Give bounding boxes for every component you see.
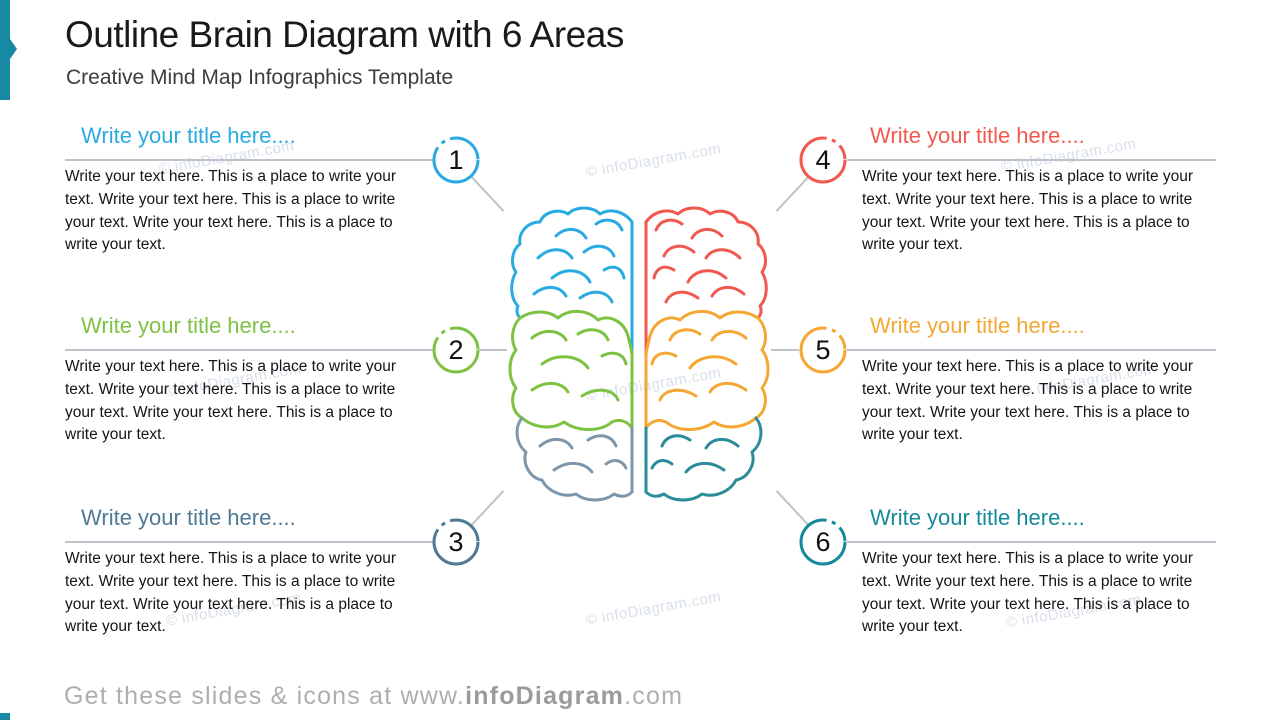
- number-label: 5: [815, 334, 831, 365]
- brain-region-mid-right: [644, 309, 770, 431]
- left-accent-bar: [0, 0, 10, 100]
- number-ring-5: [799, 326, 847, 374]
- number-label: 2: [448, 334, 464, 365]
- section-3-body: Write your text here. This is a place to…: [65, 550, 397, 636]
- section-5-body: Write your text here. This is a place to…: [862, 358, 1194, 444]
- number-label: 6: [815, 526, 831, 557]
- brain-region-bottom-right: [644, 416, 763, 502]
- number-label: 3: [448, 526, 464, 557]
- number-label: 1: [448, 144, 464, 175]
- section-1-body: Write your text here. This is a place to…: [65, 168, 397, 254]
- connector-line-2: [65, 349, 433, 351]
- number-badge-1: 1: [431, 135, 481, 185]
- section-3-title: Write your title here....: [81, 505, 296, 530]
- number-badge-3: 3: [431, 517, 481, 567]
- bottom-left-accent-square: [0, 713, 10, 720]
- section-1-title: Write your title here....: [81, 123, 296, 148]
- footer-suffix: .com: [624, 682, 684, 710]
- number-ring-4: [799, 136, 847, 184]
- footer-prefix: Get these slides & icons at www.: [64, 682, 466, 710]
- section-4: Write your title here.... Write your tex…: [862, 123, 1216, 257]
- section-6-title: Write your title here....: [870, 505, 1085, 530]
- watermark: © infoDiagram.com: [584, 140, 723, 181]
- number-badge-4: 4: [798, 135, 848, 185]
- brain-diagram-icon: [508, 206, 770, 502]
- number-badge-6: 6: [798, 517, 848, 567]
- number-ring-6: [799, 518, 847, 566]
- connector-line-5: [847, 349, 1216, 351]
- page-title: Outline Brain Diagram with 6 Areas: [65, 14, 624, 55]
- connector-line-3: [65, 541, 433, 543]
- connector-stub-5: [771, 349, 799, 351]
- connector-stub-2: [479, 349, 507, 351]
- section-6-body: Write your text here. This is a place to…: [862, 550, 1194, 636]
- brain-region-top-left: [510, 206, 634, 356]
- number-ring-3: [432, 518, 480, 566]
- footer-credit: Get these slides & icons at www.infoDiag…: [64, 682, 683, 711]
- section-3: Write your title here.... Write your tex…: [65, 505, 433, 639]
- watermark: © infoDiagram.com: [584, 588, 723, 629]
- connector-line-1: [65, 159, 433, 161]
- section-5: Write your title here.... Write your tex…: [862, 313, 1216, 447]
- number-badge-5: 5: [798, 325, 848, 375]
- number-badge-2: 2: [431, 325, 481, 375]
- number-ring-2: [432, 326, 480, 374]
- section-2-title: Write your title here....: [81, 313, 296, 338]
- brain-region-bottom-left: [515, 416, 634, 502]
- connector-line-6: [847, 541, 1216, 543]
- number-ring-1: [432, 136, 480, 184]
- number-label: 4: [815, 144, 831, 175]
- section-4-body: Write your text here. This is a place to…: [862, 168, 1194, 254]
- section-6: Write your title here.... Write your tex…: [862, 505, 1216, 639]
- left-accent-arrow-icon: [10, 39, 17, 59]
- section-5-title: Write your title here....: [870, 313, 1085, 338]
- footer-brand: infoDiagram: [465, 682, 625, 710]
- section-2-body: Write your text here. This is a place to…: [65, 358, 397, 444]
- brain-region-mid-left: [508, 309, 634, 431]
- section-1: Write your title here.... Write your tex…: [65, 123, 433, 257]
- section-4-title: Write your title here....: [870, 123, 1085, 148]
- section-2: Write your title here.... Write your tex…: [65, 313, 433, 447]
- connector-line-4: [847, 159, 1216, 161]
- page-subtitle: Creative Mind Map Infographics Template: [66, 66, 454, 89]
- brain-region-top-right: [644, 206, 768, 356]
